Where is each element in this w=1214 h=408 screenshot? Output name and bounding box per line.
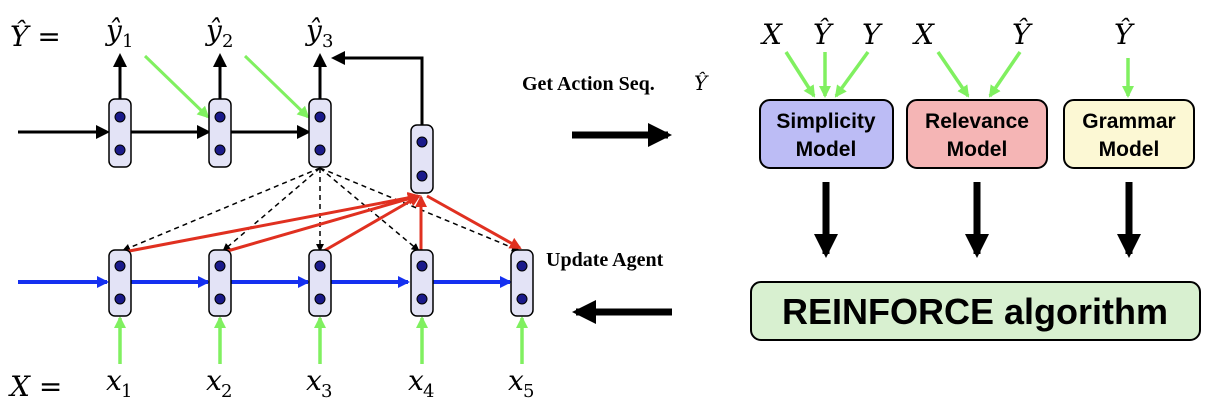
encoder-cell-5 — [510, 249, 534, 317]
grammar-inputs: Ŷ — [1114, 18, 1135, 98]
svg-text:2: 2 — [221, 381, 232, 402]
svg-text:X: X — [912, 18, 935, 51]
encoder-input-4: x 4 — [408, 364, 434, 402]
encoder-cell-2 — [208, 249, 232, 317]
encoder-input-3: x 3 — [306, 364, 332, 402]
svg-text:x: x — [106, 364, 122, 397]
svg-text:REINFORCE algorithm: REINFORCE algorithm — [782, 291, 1168, 332]
reinforce-algorithm-box: REINFORCE algorithm — [750, 281, 1201, 341]
encoder-cell-4 — [410, 249, 434, 317]
svg-text:x: x — [206, 364, 222, 397]
relevance-model: Relevance Model — [906, 99, 1048, 169]
svg-text:Simplicity: Simplicity — [776, 110, 876, 133]
svg-text:3: 3 — [322, 31, 333, 52]
decoder-cell-1 — [108, 98, 132, 168]
encoder-input-2: x 2 — [206, 364, 232, 402]
svg-text:Model: Model — [1099, 138, 1160, 161]
attention-red-arrows — [123, 191, 522, 254]
feedback-arrow-2 — [243, 54, 310, 119]
encoder-cell-3 — [308, 249, 332, 317]
simplicity-model: Simplicity Model — [759, 99, 894, 169]
decoder-cell-3 — [308, 98, 332, 168]
context-arrow — [331, 51, 424, 125]
svg-text:2: 2 — [222, 31, 233, 52]
svg-text:4: 4 — [423, 381, 434, 402]
svg-text:Relevance: Relevance — [925, 110, 1029, 133]
encoder-input-1: x 1 — [106, 364, 132, 402]
svg-text:Grammar: Grammar — [1082, 110, 1175, 133]
svg-text:x: x — [408, 364, 424, 397]
update-agent-label: Update Agent — [546, 249, 664, 271]
get-action-label: Get Action Seq. Ŷ — [522, 71, 709, 95]
svg-text:Ŷ: Ŷ — [1114, 18, 1135, 51]
simplicity-inputs: X Ŷ Y — [760, 18, 883, 98]
attention-dashed-lines — [122, 167, 520, 252]
encoder-input-5: x 5 — [508, 364, 534, 402]
svg-text:ŷ: ŷ — [204, 14, 223, 47]
svg-text:x: x — [508, 364, 524, 397]
attention-cell — [410, 124, 434, 194]
svg-text:1: 1 — [121, 381, 132, 402]
svg-text:ŷ: ŷ — [304, 14, 323, 47]
svg-text:Ŷ: Ŷ — [694, 71, 709, 95]
svg-text:Get Action Seq.: Get Action Seq. — [522, 73, 655, 95]
relevance-inputs: X Ŷ — [912, 18, 1033, 98]
encoder-cell-1 — [108, 249, 132, 317]
svg-text:Model: Model — [796, 138, 857, 161]
svg-text:Ŷ: Ŷ — [813, 18, 834, 51]
decoder-output-2: ŷ 2 — [204, 14, 233, 52]
x-label: X = — [8, 370, 62, 403]
svg-text:5: 5 — [523, 381, 534, 402]
feedback-arrow-1 — [143, 54, 210, 119]
svg-text:X: X — [760, 18, 783, 51]
svg-text:Model: Model — [947, 138, 1008, 161]
decoder-output-1: ŷ 1 — [104, 14, 133, 52]
svg-text:1: 1 — [122, 31, 133, 52]
svg-text:x: x — [306, 364, 322, 397]
grammar-model: Grammar Model — [1063, 99, 1195, 169]
svg-text:Ŷ: Ŷ — [1012, 18, 1033, 51]
svg-text:ŷ: ŷ — [104, 14, 123, 47]
y-hat-label: Ŷ = — [10, 20, 61, 53]
decoder-cell-2 — [208, 98, 232, 168]
decoder-output-3: ŷ 3 — [304, 14, 333, 52]
svg-text:3: 3 — [321, 381, 332, 402]
svg-text:Y: Y — [862, 18, 883, 51]
